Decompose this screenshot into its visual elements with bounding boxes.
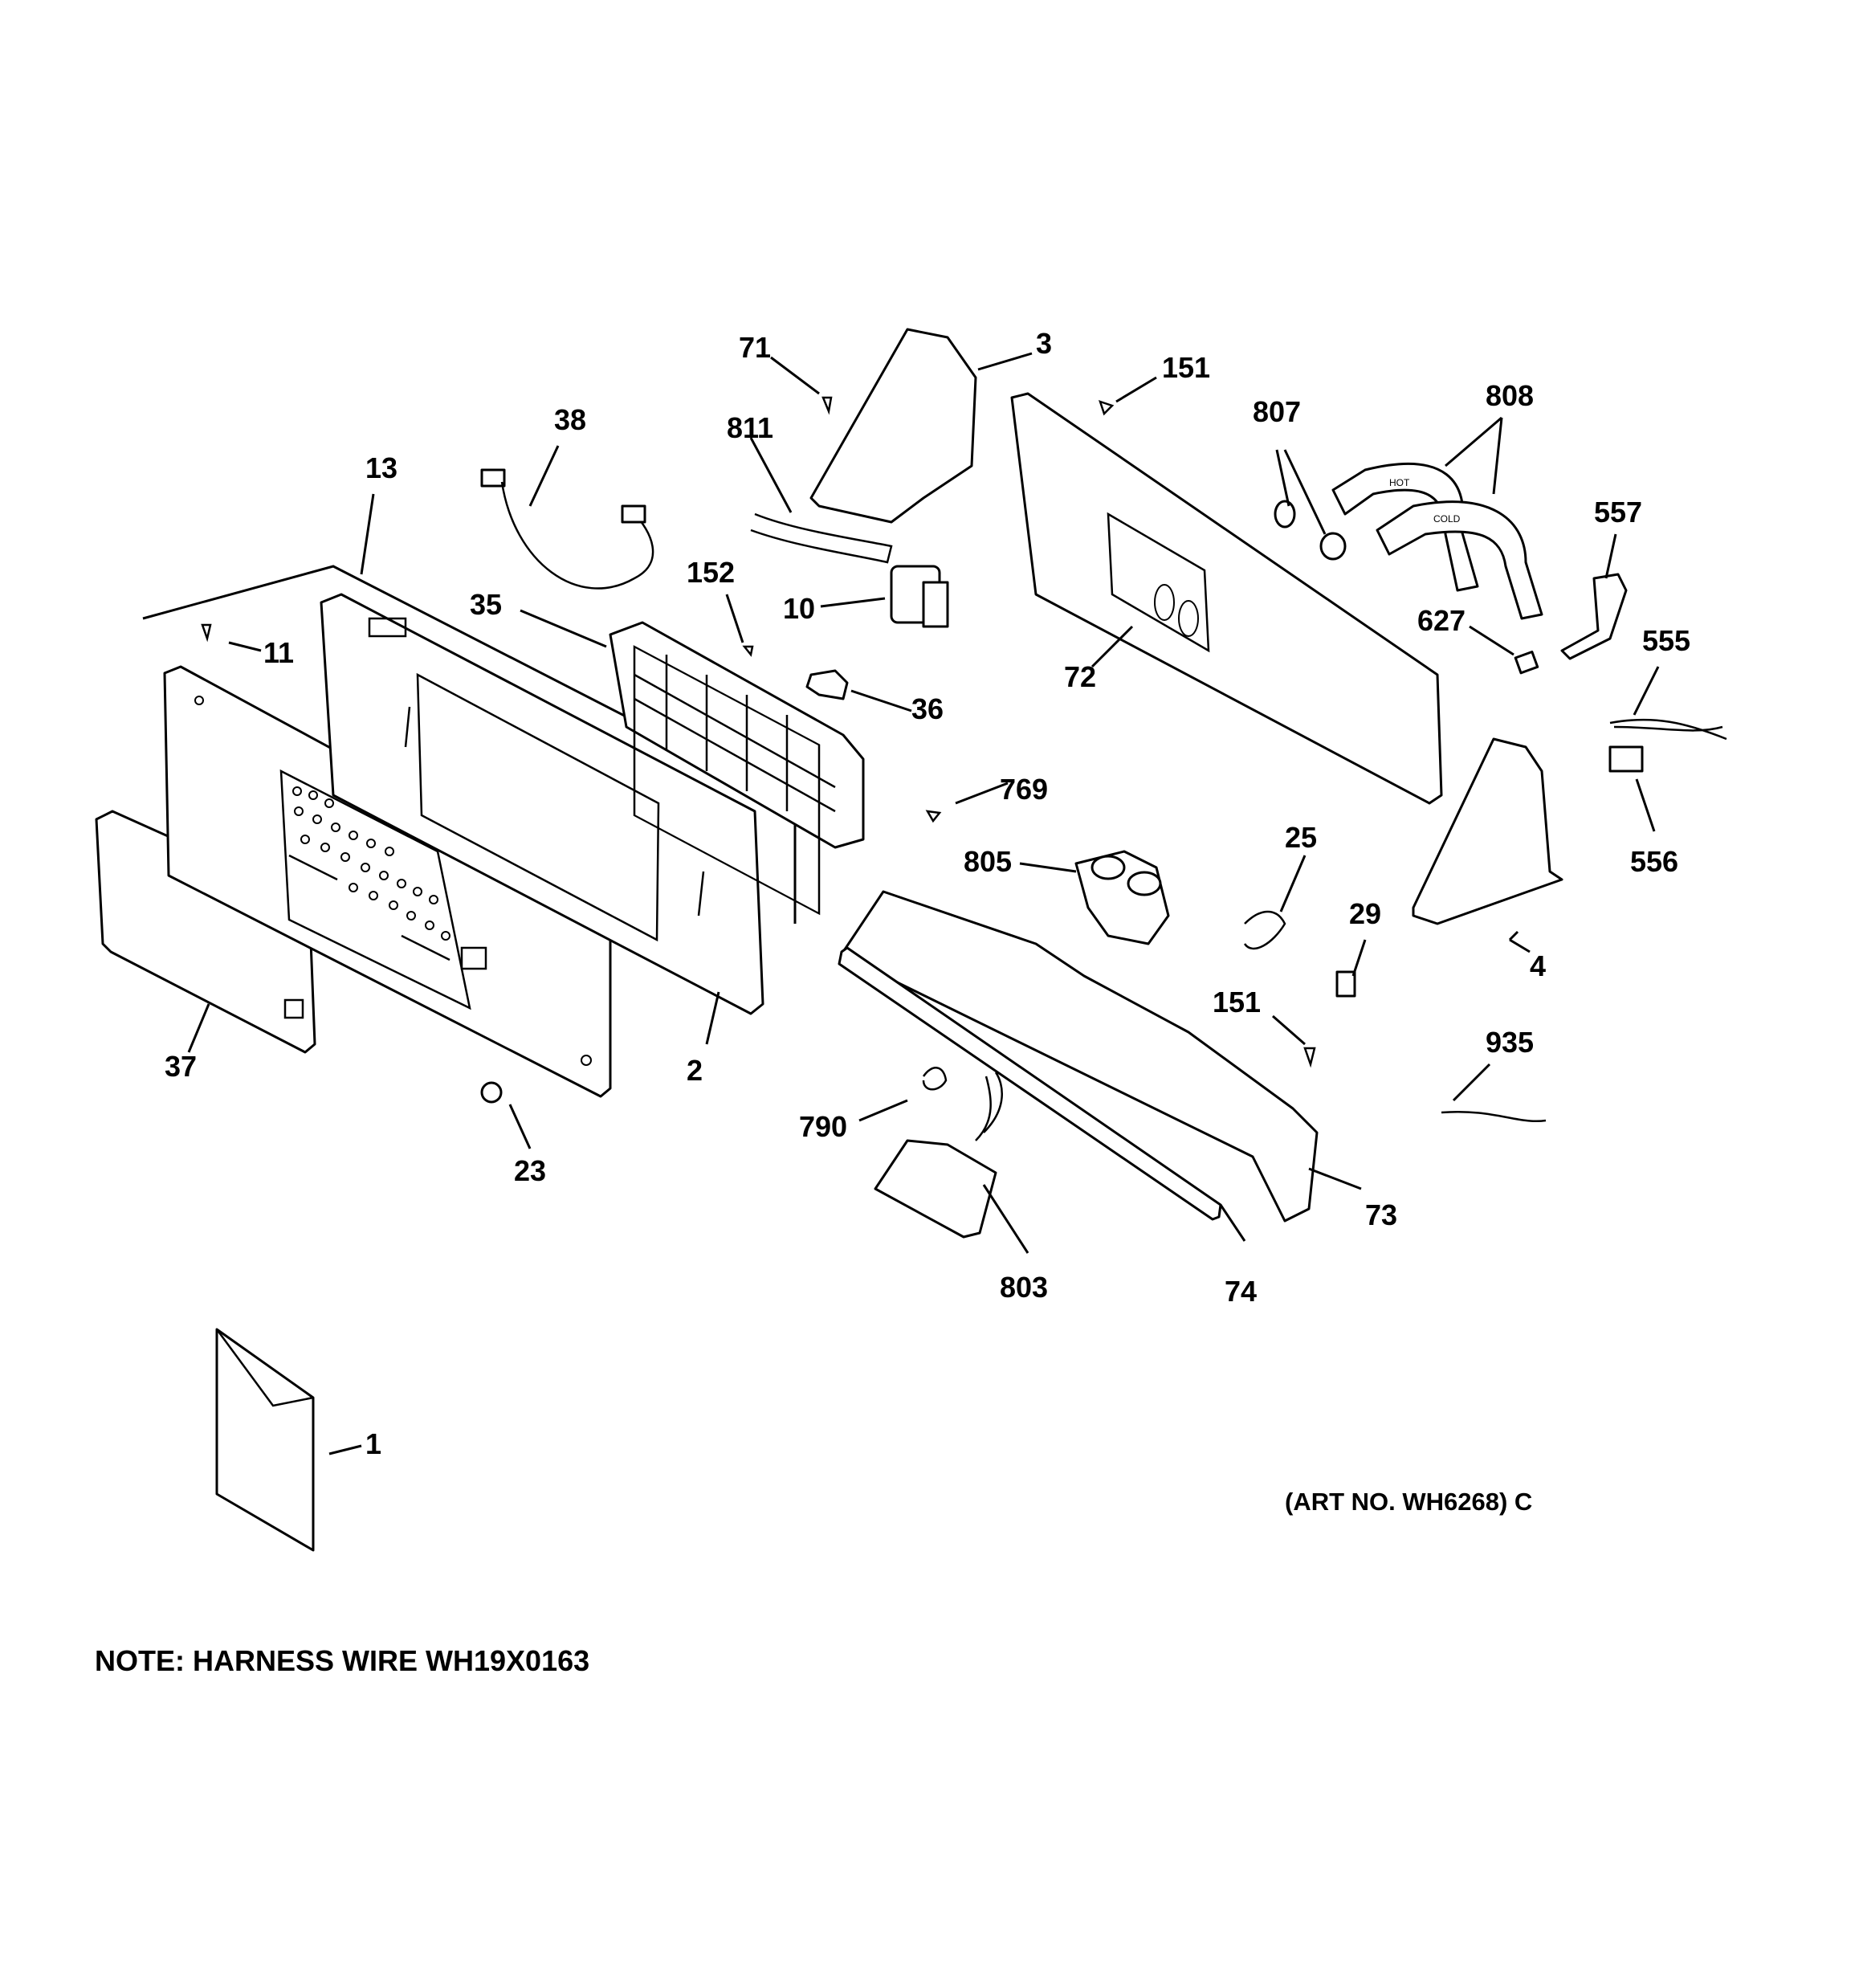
callout-38: 38 xyxy=(554,403,586,436)
part-1-literature-envelope xyxy=(215,1328,315,1552)
keypad-grid xyxy=(633,645,821,916)
callout-73: 73 xyxy=(1365,1198,1397,1231)
part-556-connector xyxy=(1608,745,1644,773)
part-627-plug xyxy=(1514,650,1539,675)
hot-hose-label: HOT xyxy=(1389,477,1410,488)
callout-72: 72 xyxy=(1064,660,1096,693)
part-4-right-bracket xyxy=(1412,737,1563,925)
part-74-trim-strip xyxy=(838,946,1222,1221)
harness-wire-note: NOTE: HARNESS WIRE WH19X0163 xyxy=(95,1644,589,1677)
part-807-washers xyxy=(1274,500,1347,561)
callout-769: 769 xyxy=(1000,773,1048,806)
callout-29: 29 xyxy=(1349,897,1381,930)
callout-71: 71 xyxy=(739,331,771,364)
part-808-fill-hoses: HOT COLD xyxy=(1331,462,1543,620)
callout-4: 4 xyxy=(1530,949,1546,982)
callout-2: 2 xyxy=(687,1054,703,1087)
control-panel-holes xyxy=(292,786,450,941)
part-38-wire-harness xyxy=(480,468,654,590)
cold-hose-label: COLD xyxy=(1433,513,1461,525)
callout-25: 25 xyxy=(1285,821,1317,854)
part-25-wire xyxy=(1243,910,1286,950)
callout-11: 11 xyxy=(263,636,294,669)
part-3-left-bracket xyxy=(809,328,977,524)
part-73-lower-trim xyxy=(842,890,1319,1223)
art-number: (ART NO. WH6268) C xyxy=(1285,1488,1532,1516)
callout-935: 935 xyxy=(1486,1026,1534,1059)
callout-556: 556 xyxy=(1630,845,1678,878)
callout-151-bottom: 151 xyxy=(1213,986,1261,1018)
callout-labels: 71 3 151 807 808 557 555 556 627 4 38 13… xyxy=(165,327,1690,1460)
callout-807: 807 xyxy=(1253,395,1301,428)
part-790-clamp xyxy=(922,1067,948,1091)
callout-627: 627 xyxy=(1417,604,1466,637)
part-10-pressure-switch xyxy=(890,565,949,628)
callout-151-top: 151 xyxy=(1162,351,1210,384)
part-803-dispenser xyxy=(874,1072,1003,1239)
callout-23: 23 xyxy=(514,1154,546,1187)
part-557-connector xyxy=(1560,573,1628,660)
callout-811: 811 xyxy=(727,411,773,444)
callout-37: 37 xyxy=(165,1050,197,1083)
part-555-wire xyxy=(1609,718,1727,741)
callout-74: 74 xyxy=(1225,1275,1257,1308)
part-2-control-panel xyxy=(163,665,612,1098)
callout-35: 35 xyxy=(470,588,502,621)
part-935-wire xyxy=(1441,1110,1547,1123)
part-37-overlay-panel xyxy=(95,810,316,1054)
callout-790: 790 xyxy=(799,1110,847,1143)
part-805-water-valve xyxy=(1074,850,1170,945)
screws xyxy=(201,396,1316,1104)
callout-808: 808 xyxy=(1486,379,1534,412)
callout-152: 152 xyxy=(687,556,735,589)
part-72-backsplash xyxy=(1010,392,1443,805)
part-36-clip xyxy=(805,669,849,700)
part-29-clip xyxy=(1335,970,1356,998)
callout-1: 1 xyxy=(365,1427,381,1460)
callout-555: 555 xyxy=(1642,624,1690,657)
part-13-control-frame xyxy=(320,593,764,1015)
callout-805: 805 xyxy=(964,845,1012,878)
callout-36: 36 xyxy=(911,692,944,725)
callout-803: 803 xyxy=(1000,1271,1048,1304)
callout-13: 13 xyxy=(365,451,397,484)
callout-557: 557 xyxy=(1594,496,1642,529)
part-35-keypad-holder xyxy=(609,621,865,916)
leader-lines xyxy=(187,352,1660,1455)
part-811-tube xyxy=(750,512,893,564)
callout-10: 10 xyxy=(783,592,815,625)
callout-3: 3 xyxy=(1036,327,1052,360)
